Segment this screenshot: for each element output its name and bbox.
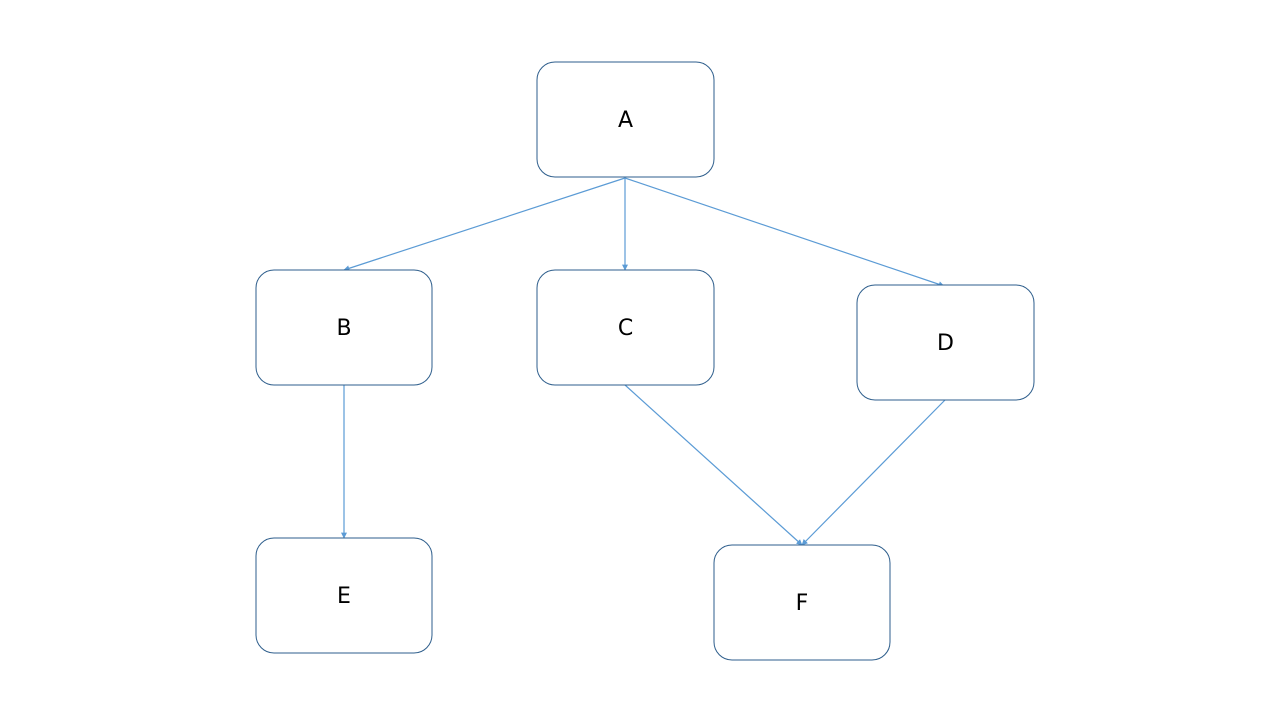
edge-c-to-f: [624, 384, 803, 546]
node-e-label: E: [337, 584, 351, 609]
node-d[interactable]: D: [856, 284, 1035, 401]
node-b[interactable]: B: [255, 269, 433, 386]
edge-d-to-f: [801, 399, 946, 546]
node-b-label: B: [336, 316, 351, 341]
edge-a-to-b: [343, 177, 626, 272]
edges-group: [341, 177, 946, 546]
node-d-label: D: [937, 331, 954, 356]
node-e[interactable]: E: [255, 537, 433, 654]
node-a[interactable]: A: [536, 61, 715, 178]
node-c-label: C: [618, 316, 633, 341]
node-a-label: A: [618, 108, 633, 133]
node-f[interactable]: F: [713, 544, 891, 661]
node-c[interactable]: C: [536, 269, 715, 386]
node-f-label: F: [796, 591, 809, 616]
edge-a-to-d: [624, 177, 945, 288]
nodes-group: A B C D E F: [255, 61, 1035, 661]
